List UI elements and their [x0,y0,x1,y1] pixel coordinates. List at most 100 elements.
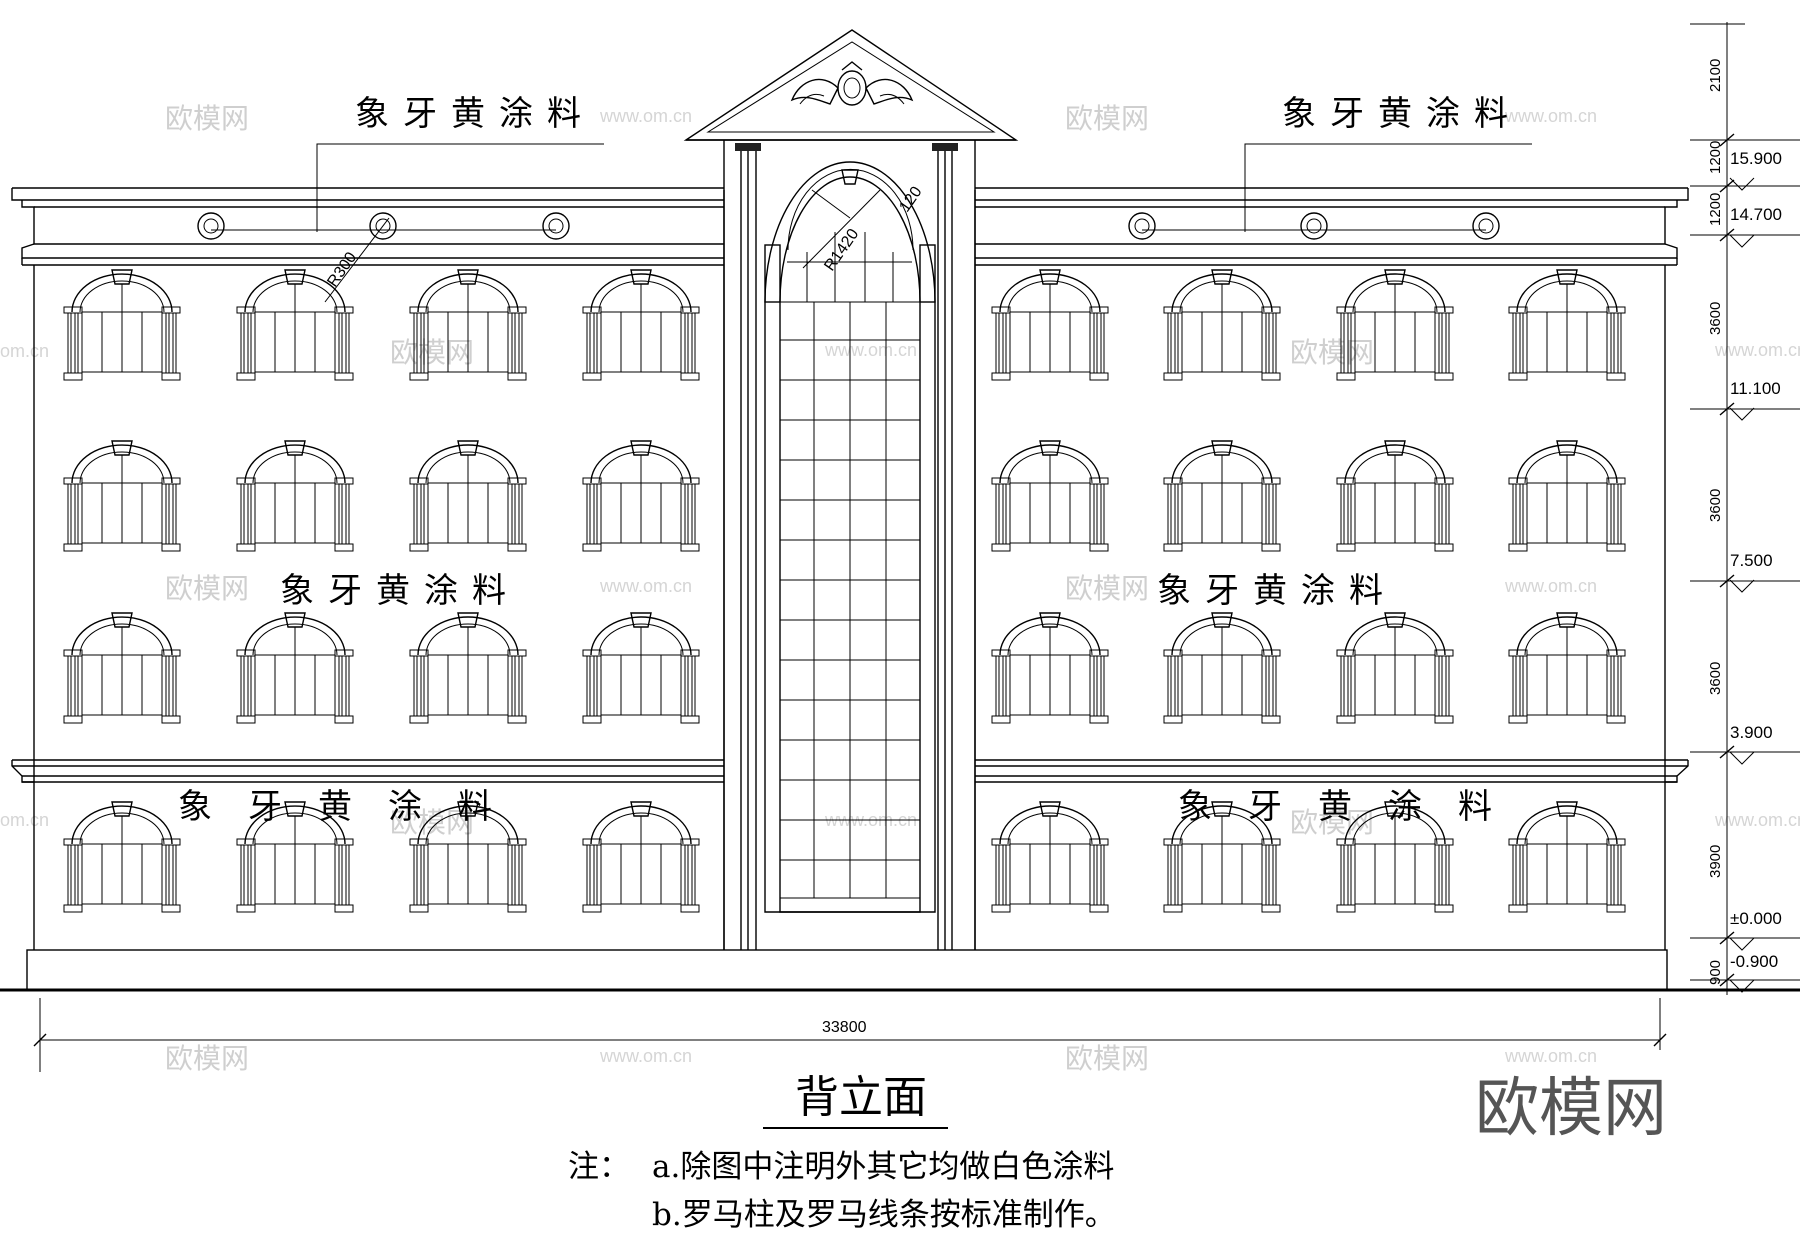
watermark-text: 欧模网 [165,572,249,605]
roundel-inner [203,218,219,234]
watermark-url: www.om.cn [1504,1046,1597,1066]
overall-width-label: 33800 [822,1019,867,1036]
watermark-url: www.om.cn [1714,340,1800,360]
arched-window [63,440,181,552]
watermark-url: www.om.cn [599,106,692,126]
keystone [1556,269,1578,285]
keystone [111,801,133,817]
dim-1200-upper: 1200 [1707,141,1724,174]
keystone [1384,269,1406,285]
watermark-text: 欧模网 [1290,806,1374,839]
arched-window [582,801,700,913]
keystone [1211,269,1233,285]
dim-tick [1719,402,1735,416]
radius-label-r300: R300 [324,249,360,290]
keystone [1039,612,1061,628]
keystone [111,269,133,285]
roundel [197,212,225,240]
keystone [1556,612,1578,628]
dim-tick [1719,931,1735,945]
dim-tick [1719,133,1735,147]
arched-window [1336,269,1454,381]
dim-2100: 2100 [1707,59,1724,92]
arched-window [63,269,181,381]
watermark-url: www.om.cn [1504,576,1597,596]
notes-label: 注： [568,1149,630,1185]
watermark-url: www.om.cn [599,576,692,596]
level-triangle [1729,979,1755,993]
arched-window [1163,440,1281,552]
roundel [1128,212,1156,240]
watermark-text: 欧模网 [1065,572,1149,605]
keystone [284,440,306,456]
watermark-text: 欧模网 [165,102,249,135]
level-triangle [1729,579,1755,593]
watermark-text: 欧模网 [1065,1042,1149,1075]
roundel-inner [1478,218,1494,234]
roundel-inner [1306,218,1322,234]
level-11100: 11.100 [1730,379,1781,398]
arched-window [236,269,354,381]
keystone [284,612,306,628]
roundel-inner [1134,218,1150,234]
watermark-url: om.cn [0,810,49,830]
level-0000: ±0.000 [1730,909,1782,928]
roundel [1472,212,1500,240]
arched-window [1336,440,1454,552]
watermark-url: om.cn [0,341,49,361]
keystone [1556,801,1578,817]
arched-window [1163,801,1281,913]
level-triangle [1729,937,1755,951]
watermark-url: www.om.cn [824,340,917,360]
keystone [1039,269,1061,285]
keystone [284,269,306,285]
building: R1420 120 R300 [0,29,1800,992]
arched-window [1336,801,1454,913]
arched-window [582,269,700,381]
material-label-bottom-left: 象牙黄涂料 [178,787,528,827]
arched-window [409,801,527,913]
dim-3600-top: 3600 [1707,302,1724,335]
keystone [457,612,479,628]
arched-window [582,612,700,724]
arched-window [991,612,1109,724]
tower-window-grid [780,339,920,861]
roundel [542,212,570,240]
level-triangle [1729,751,1755,765]
keystone [1211,612,1233,628]
level-triangle [1729,177,1755,191]
dim-1200-lower: 1200 [1707,193,1724,226]
dim-3600-low: 3600 [1707,662,1724,695]
dim-tick [1719,973,1735,987]
level-marks [1690,133,1800,993]
material-annotations: 象牙黄涂料 象牙黄涂料 象牙黄涂料 象牙黄涂料 象牙黄涂料 象牙黄涂料 [178,94,1532,827]
watermark-text: 欧模网 [390,336,474,369]
dim-900: 900 [1707,960,1724,985]
keystone [457,269,479,285]
cornice-roundels [197,212,1500,240]
watermark-text: 欧模网 [1065,102,1149,135]
keystone [1384,801,1406,817]
keystone [1556,440,1578,456]
material-label-top-right: 象牙黄涂料 [1282,94,1522,134]
level-neg-0900: -0.900 [1730,952,1778,971]
radius-label-r1420: R1420 [821,226,862,274]
arched-window [1508,612,1626,724]
arched-window [409,612,527,724]
keystone [1384,612,1406,628]
keystone [1039,801,1061,817]
keystone [630,440,652,456]
arched-window [1508,440,1626,552]
arched-window [63,612,181,724]
note-line-b: b.罗马柱及罗马线条按标准制作。 [652,1197,1116,1233]
keystone [1211,440,1233,456]
vertical-dimensions: 2100 1200 1200 3600 3600 3600 3900 900 1… [1690,22,1800,995]
tower-pilaster-right [932,143,958,950]
keystone [284,801,306,817]
arched-window [409,269,527,381]
roundel [369,212,397,240]
keystone [630,801,652,817]
watermark-url: www.om.cn [1504,106,1597,126]
plinth [26,949,1668,991]
level-15900: 15.900 [1730,149,1782,168]
